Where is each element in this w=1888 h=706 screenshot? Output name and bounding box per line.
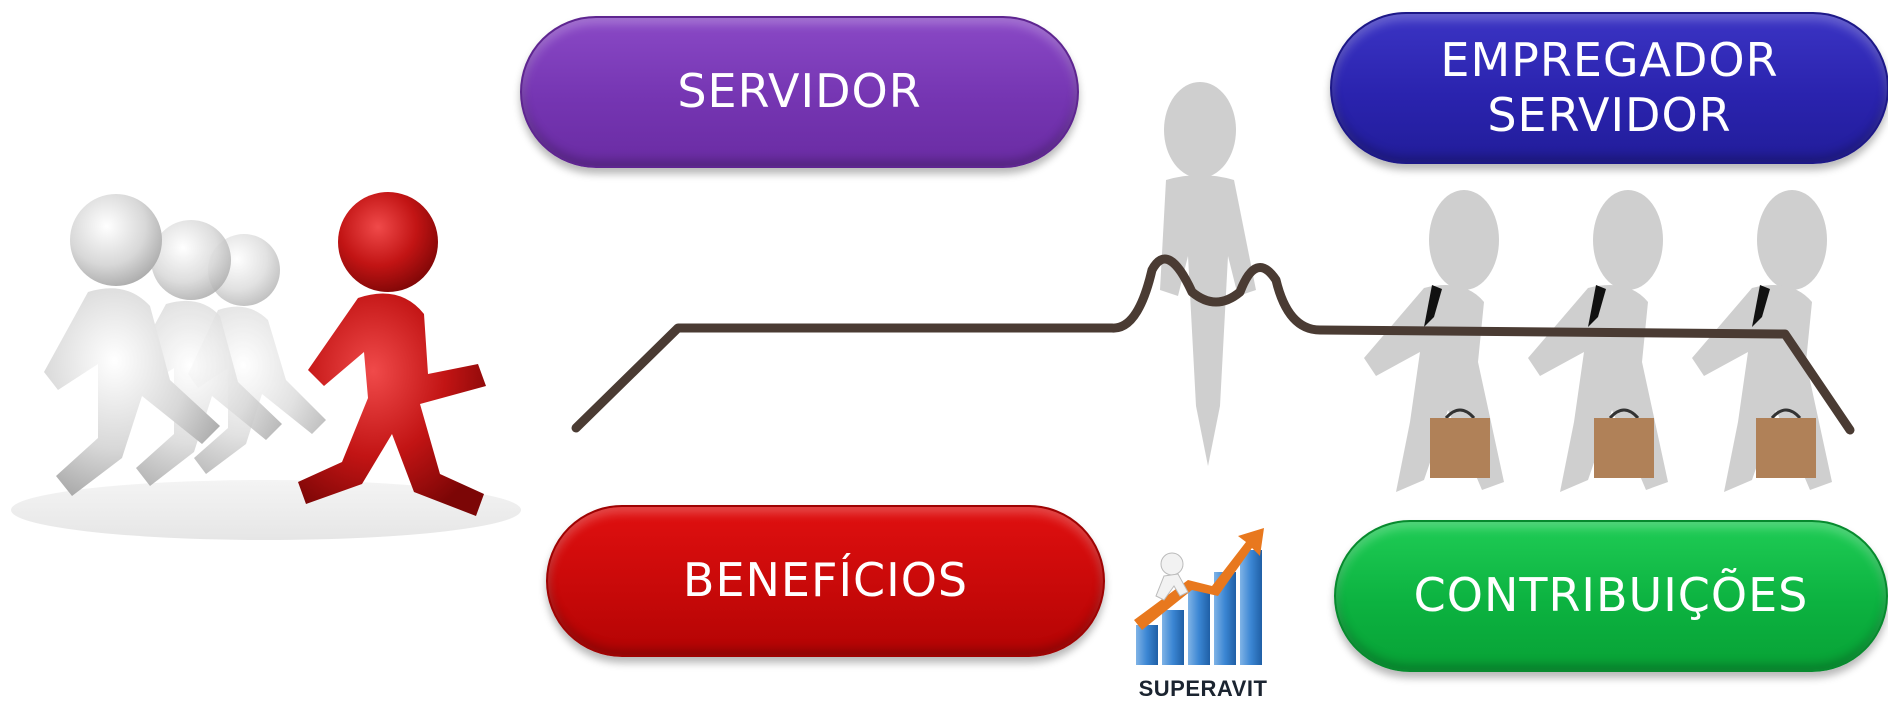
superavit-chart-icon bbox=[1134, 528, 1264, 665]
empregador-servidor-pill: EMPREGADOR SERVIDOR bbox=[1330, 12, 1888, 164]
beneficios-pill: BENEFÍCIOS bbox=[546, 505, 1105, 657]
superavit-label: SUPERAVIT bbox=[1138, 676, 1268, 701]
empregador-servidor-label: EMPREGADOR SERVIDOR bbox=[1440, 32, 1779, 142]
servidor-pill: SERVIDOR bbox=[520, 16, 1079, 168]
contribuicoes-label: CONTRIBUIÇÕES bbox=[1413, 568, 1809, 623]
running-people-icon bbox=[6, 170, 532, 550]
beneficios-label: BENEFÍCIOS bbox=[682, 553, 969, 608]
tug-of-war-scene-icon bbox=[571, 82, 1855, 492]
servidor-label: SERVIDOR bbox=[677, 64, 922, 119]
contribuicoes-pill: CONTRIBUIÇÕES bbox=[1334, 520, 1888, 672]
